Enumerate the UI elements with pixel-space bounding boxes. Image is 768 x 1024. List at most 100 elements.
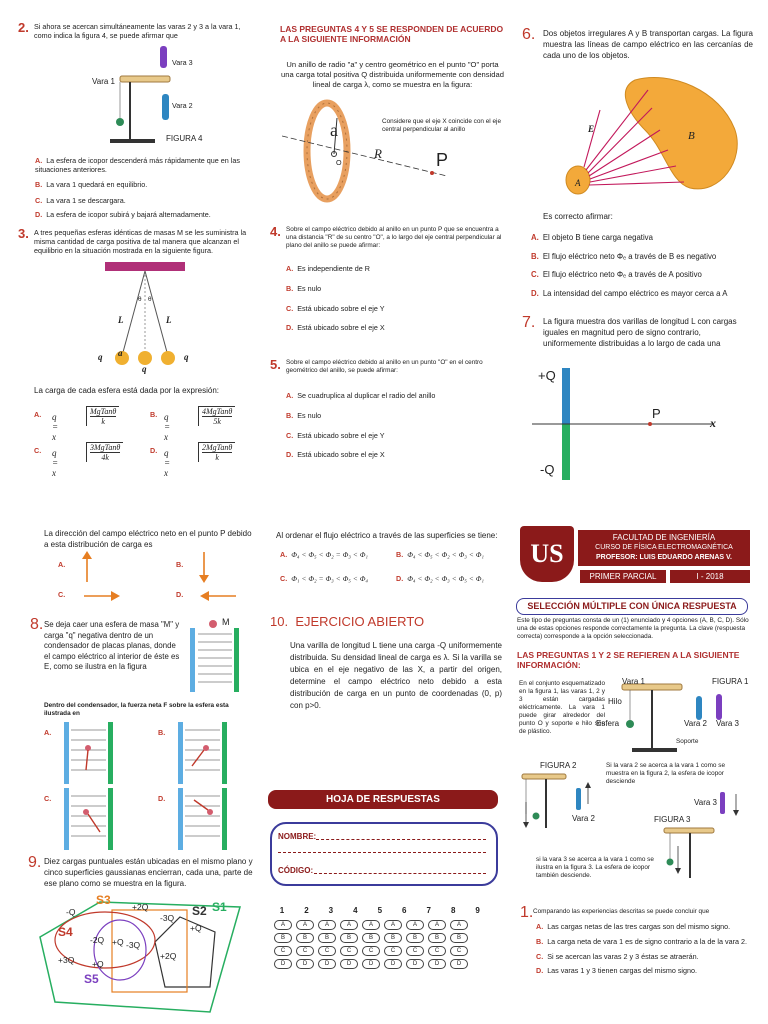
q6-option-c[interactable]: C.El flujo eléctrico neto Φₑ a través de… <box>531 270 702 279</box>
gaussian-surfaces-figure <box>39 901 241 1013</box>
charge-label: -3Q <box>126 940 141 950</box>
q6-option-d[interactable]: D.La intensidad del campo eléctrico es m… <box>531 289 728 298</box>
bubble-c[interactable]: C <box>296 946 314 956</box>
info45-note: Considere que el eje X coincide con el e… <box>382 118 502 133</box>
fig3-label-vara3: Vara 3 <box>694 798 717 807</box>
q9b-option-a[interactable]: A.Φ₄ < Φ₅ < Φ₂ = Φ₃ < Φ₁ <box>280 550 369 559</box>
q3-option-b[interactable]: B. q = x 4MgTanθ 5k <box>150 404 236 442</box>
q6-label-A: A <box>575 178 581 188</box>
q7-option-d[interactable]: D. <box>176 590 184 599</box>
q2-option-d[interactable]: D.La esfera de icopor subirá y bajará al… <box>35 210 211 219</box>
name-field[interactable] <box>316 839 486 840</box>
bubble-d[interactable]: D <box>428 959 446 969</box>
q6-option-a[interactable]: A.El objeto B tiene carga negativa <box>531 233 653 242</box>
fig3-text: si la vara 3 se acerca a la vara 1 como … <box>536 856 654 879</box>
bubble-b[interactable]: B <box>384 933 402 943</box>
bubble-d[interactable]: D <box>362 959 380 969</box>
bubble-d[interactable]: D <box>406 959 424 969</box>
q1-option-b[interactable]: B.La carga neta de vara 1 es de signo co… <box>536 937 747 946</box>
q8-option-d[interactable]: D. <box>158 794 166 803</box>
q3-option-c[interactable]: C. q = x 3MgTanθ 4k <box>34 440 124 478</box>
bubble-b[interactable]: B <box>362 933 380 943</box>
q4-option-d[interactable]: D.Está ubicado sobre el eje X <box>286 323 385 332</box>
bubble-b[interactable]: B <box>428 933 446 943</box>
label-s4: S4 <box>58 925 73 939</box>
bubble-c[interactable]: C <box>384 946 402 956</box>
faculty-banner: FACULTAD DE INGENIERÍA CURSO DE FÍSICA E… <box>578 530 750 566</box>
label-s5: S5 <box>84 972 99 986</box>
bubble-a[interactable]: A <box>362 920 380 930</box>
faculty-name: FACULTAD DE INGENIERÍA <box>612 533 716 542</box>
vara-1-bar <box>119 75 171 83</box>
surface-s4 <box>54 911 156 969</box>
q8-option-c-figure[interactable] <box>62 786 116 852</box>
bubble-b[interactable]: B <box>296 933 314 943</box>
bubble-d[interactable]: D <box>450 959 468 969</box>
q4-option-c[interactable]: C.Está ubicado sobre el eje Y <box>286 304 385 313</box>
bubble-a[interactable]: A <box>318 920 336 930</box>
ring-figure <box>282 99 448 203</box>
q1-option-d[interactable]: D.Las varas 1 y 3 tienen cargas del mism… <box>536 966 698 975</box>
q1-option-c[interactable]: C.Si se acercan las varas 2 y 3 éstas se… <box>536 952 699 961</box>
q4-option-a[interactable]: A.Es independiente de R <box>286 264 370 273</box>
q5-option-a[interactable]: A.Se cuadruplica al duplicar el radio de… <box>286 391 436 400</box>
q5-option-b[interactable]: B.Es nulo <box>286 411 322 420</box>
q7-option-a[interactable]: A. <box>58 560 66 569</box>
q1-option-a[interactable]: A.Las cargas netas de las tres cargas so… <box>536 922 731 931</box>
q4-option-b[interactable]: B.Es nulo <box>286 284 322 293</box>
bubble-a[interactable]: A <box>274 920 292 930</box>
bubble-a[interactable]: A <box>340 920 358 930</box>
bubble-b[interactable]: B <box>450 933 468 943</box>
bubble-b[interactable]: B <box>274 933 292 943</box>
q3-label-q3: q <box>184 352 189 362</box>
q3-option-a[interactable]: A. q = x MgTanθ k <box>34 404 120 442</box>
bubble-d[interactable]: D <box>296 959 314 969</box>
name-field-line2[interactable] <box>278 852 486 853</box>
q7-option-c[interactable]: C. <box>58 590 66 599</box>
bubble-b[interactable]: B <box>340 933 358 943</box>
q2-option-c[interactable]: C.La vara 1 se descargara. <box>35 196 126 205</box>
q8-option-a-figure[interactable] <box>62 720 116 786</box>
bubble-b[interactable]: B <box>318 933 336 943</box>
q9b-option-d[interactable]: D.Φ₄ < Φ₂ < Φ₃ < Φ₅ < Φ₁ <box>396 574 485 583</box>
q6-number: 6. <box>522 26 536 43</box>
bubble-c[interactable]: C <box>318 946 336 956</box>
bubble-d[interactable]: D <box>274 959 292 969</box>
q5-option-d[interactable]: D.Está ubicado sobre el eje X <box>286 450 385 459</box>
bubble-a[interactable]: A <box>450 920 468 930</box>
bubble-a[interactable]: A <box>428 920 446 930</box>
bubble-c[interactable]: C <box>428 946 446 956</box>
q2-option-b[interactable]: B.La vara 1 quedará en equilibrio. <box>35 180 148 189</box>
bubble-a[interactable]: A <box>296 920 314 930</box>
q2-option-a[interactable]: A.La esfera de icopor descenderá más ráp… <box>35 156 240 174</box>
q5-option-c[interactable]: C.Está ubicado sobre el eje Y <box>286 431 385 440</box>
q8-option-c[interactable]: C. <box>44 794 52 803</box>
bubble-c[interactable]: C <box>340 946 358 956</box>
q7-option-b[interactable]: B. <box>176 560 184 569</box>
bubble-a[interactable]: A <box>384 920 402 930</box>
q3-option-d[interactable]: D. q = x 2MgTanθ k <box>150 440 236 478</box>
charge-label: +2Q <box>160 951 177 961</box>
q8-option-d-figure[interactable] <box>176 786 230 852</box>
bubble-a[interactable]: A <box>406 920 424 930</box>
period-badge: I - 2018 <box>670 570 750 583</box>
bubble-c[interactable]: C <box>362 946 380 956</box>
bubble-d[interactable]: D <box>340 959 358 969</box>
q8-option-b[interactable]: B. <box>158 728 166 737</box>
bubble-d[interactable]: D <box>318 959 336 969</box>
bubble-d[interactable]: D <box>384 959 402 969</box>
bubble-c[interactable]: C <box>450 946 468 956</box>
ring-label-R: R <box>374 146 382 161</box>
arrow-right-icon <box>84 591 120 601</box>
bubble-b[interactable]: B <box>406 933 424 943</box>
bubble-c[interactable]: C <box>274 946 292 956</box>
fig1-label-esfera: Esfera <box>596 719 620 728</box>
q8-option-b-figure[interactable] <box>176 720 230 786</box>
q9b-option-c[interactable]: C.Φ₁ < Φ₂ = Φ₃ < Φ₅ < Φ₄ <box>280 574 369 583</box>
q9b-option-b[interactable]: B.Φ₄ < Φ₅ < Φ₂ < Φ₃ < Φ₁ <box>396 550 485 559</box>
bubble-c[interactable]: C <box>406 946 424 956</box>
code-field[interactable] <box>314 873 486 874</box>
q6-option-b[interactable]: B.El flujo eléctrico neto Φₑ a través de… <box>531 252 717 261</box>
q8-option-a[interactable]: A. <box>44 728 52 737</box>
q3-label-q1: q <box>98 352 103 362</box>
